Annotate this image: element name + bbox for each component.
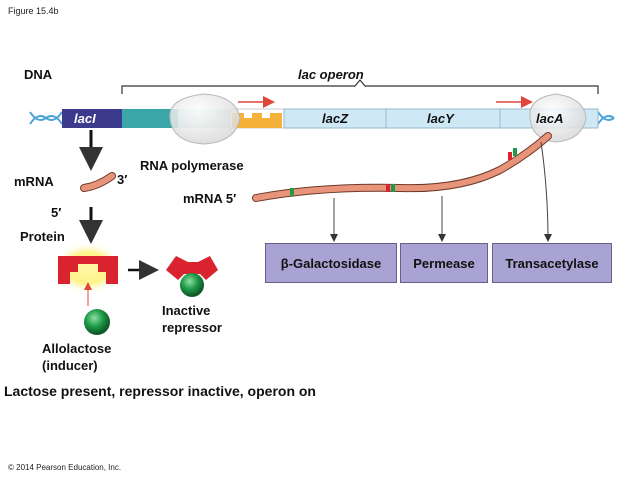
promoter bbox=[122, 109, 178, 128]
enzyme-box-galactosidase: β-Galactosidase bbox=[265, 243, 397, 283]
rna-polymerase-label: RNA polymerase bbox=[140, 158, 244, 173]
mrna-3prime: 3′ bbox=[117, 172, 128, 187]
allolactose-label-line1: Allolactose bbox=[42, 341, 112, 356]
lacy-label: lacY bbox=[427, 111, 454, 126]
protein-label: Protein bbox=[20, 229, 65, 244]
dna-helix-right bbox=[597, 111, 615, 125]
mrna-label: mRNA bbox=[14, 174, 54, 189]
dna-label: DNA bbox=[24, 67, 53, 82]
operon-label: lac operon bbox=[298, 67, 364, 82]
mrna-marker-5 bbox=[513, 148, 517, 156]
allolactose-label-line2: (inducer) bbox=[42, 358, 98, 373]
enzyme-box-transacetylase: Transacetylase bbox=[492, 243, 612, 283]
mrna-right-label: mRNA 5′ bbox=[183, 191, 237, 206]
inducer-bound bbox=[180, 273, 204, 297]
lacz-label: lacZ bbox=[322, 111, 349, 126]
arrow-to-transacetylase bbox=[540, 141, 552, 242]
laci-gene bbox=[62, 109, 122, 128]
allolactose-molecule bbox=[84, 309, 110, 335]
mrna-marker-4 bbox=[508, 152, 512, 160]
laca-label: lacA bbox=[536, 111, 564, 126]
laci-label: lacI bbox=[74, 111, 96, 126]
inactive-repressor bbox=[166, 256, 218, 280]
active-repressor bbox=[58, 256, 118, 284]
enzyme-box-permease: Permease bbox=[400, 243, 488, 283]
copyright: © 2014 Pearson Education, Inc. bbox=[8, 463, 122, 472]
inactive-label-line2: repressor bbox=[162, 320, 222, 335]
operon-brace bbox=[121, 79, 599, 94]
figure-label: Figure 15.4b bbox=[8, 6, 59, 16]
mrna-marker-3 bbox=[391, 184, 395, 192]
mrna-marker-2 bbox=[386, 184, 390, 192]
caption: Lactose present, repressor inactive, ope… bbox=[4, 383, 316, 399]
rna-polymerase-1 bbox=[169, 93, 241, 145]
inactive-label-line1: Inactive bbox=[162, 303, 211, 318]
mrna-5prime: 5′ bbox=[51, 205, 62, 220]
dna-helix-left bbox=[29, 111, 63, 125]
mrna-marker-1 bbox=[290, 188, 294, 196]
